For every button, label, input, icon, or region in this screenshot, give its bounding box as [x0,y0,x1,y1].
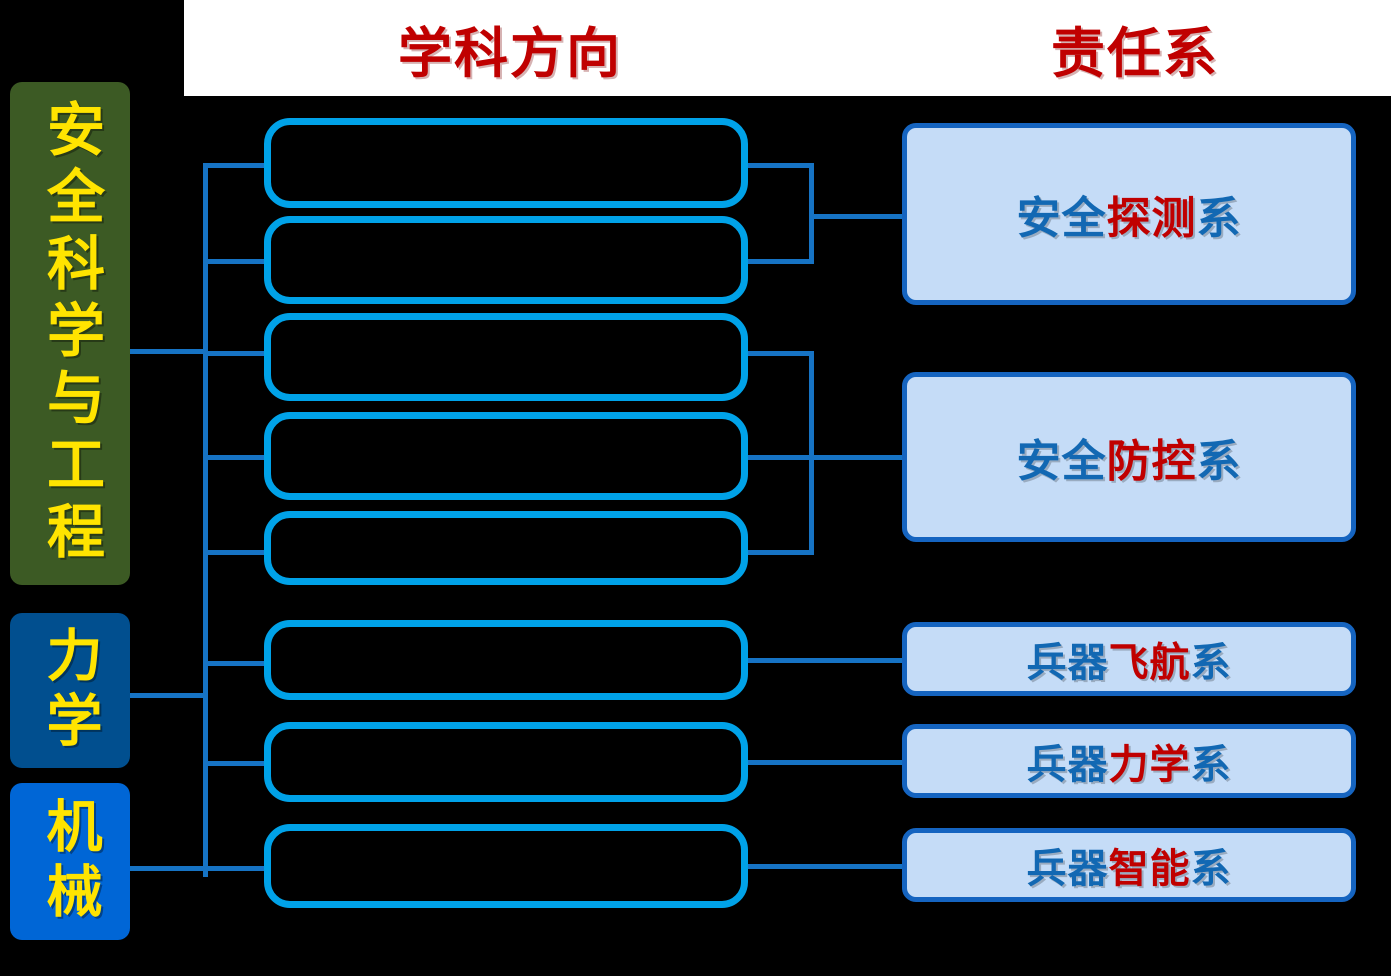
page-title-department: 责任系 [1051,23,1219,84]
department-text-highlight: 探测 [1106,194,1197,243]
department-box-flight[interactable]: 兵器飞航系 [902,622,1356,696]
connector-safety-branch-2 [203,259,269,264]
department-box-prevention[interactable]: 安全防控系 [902,372,1356,542]
direction-box-1[interactable] [264,118,748,208]
connector-flight-link [748,658,906,663]
department-text-prefix: 安全 [1016,194,1107,243]
department-box-intelligence[interactable]: 兵器智能系 [902,828,1356,902]
department-text-highlight: 飞航 [1108,641,1191,685]
connector-det-in-2 [748,259,814,264]
connector-safety-branch-1 [203,163,269,168]
connector-mechanics-branch-1 [203,661,269,666]
connector-safety-trunk [203,163,208,877]
category-block-mechanics[interactable]: 力学 [10,613,130,768]
direction-box-2[interactable] [264,216,748,304]
department-text-suffix: 系 [1196,194,1242,243]
department-text-prefix: 兵器 [1026,847,1109,891]
page-title-discipline: 学科方向 [398,23,622,84]
direction-box-8[interactable] [264,824,748,908]
header-bar [184,0,1391,96]
connector-mechanics-dep-link [748,760,906,765]
connector-pre-in-3 [748,351,814,356]
category-block-safety[interactable]: 安全科学与工程 [10,82,130,585]
connector-pre-out [809,455,906,460]
connector-det-merge [809,163,814,264]
connector-safety-branch-5 [203,550,269,555]
category-block-machinery[interactable]: 机械 [10,783,130,940]
connector-mechanics-trunk [203,661,208,766]
connector-det-in-1 [748,163,814,168]
connector-pre-in-4 [748,455,814,460]
direction-box-4[interactable] [264,412,748,500]
department-text-suffix: 系 [1190,641,1232,685]
department-text-prefix: 安全 [1016,437,1107,486]
connector-pre-merge [809,351,814,555]
department-text-highlight: 力学 [1108,743,1191,787]
connector-mechanics-branch-2 [203,761,269,766]
connector-intelligence-link [748,864,906,869]
direction-box-7[interactable] [264,722,748,802]
connector-mechanics-stem [130,693,208,698]
direction-box-3[interactable] [264,313,748,401]
direction-box-6[interactable] [264,620,748,700]
connector-safety-stem [130,349,208,354]
department-box-detection[interactable]: 安全探测系 [902,123,1356,305]
connector-machinery-stem [130,866,269,871]
department-text-highlight: 防控 [1106,437,1197,486]
department-text-suffix: 系 [1196,437,1242,486]
department-text-prefix: 兵器 [1026,743,1109,787]
department-box-mechanics[interactable]: 兵器力学系 [902,724,1356,798]
connector-safety-branch-3 [203,351,269,356]
department-text-highlight: 智能 [1108,847,1191,891]
department-text-prefix: 兵器 [1026,641,1109,685]
direction-box-5[interactable] [264,511,748,585]
connector-safety-branch-4 [203,455,269,460]
connector-det-out [809,214,906,219]
department-text-suffix: 系 [1190,743,1232,787]
department-text-suffix: 系 [1190,847,1232,891]
connector-pre-in-5 [748,550,814,555]
